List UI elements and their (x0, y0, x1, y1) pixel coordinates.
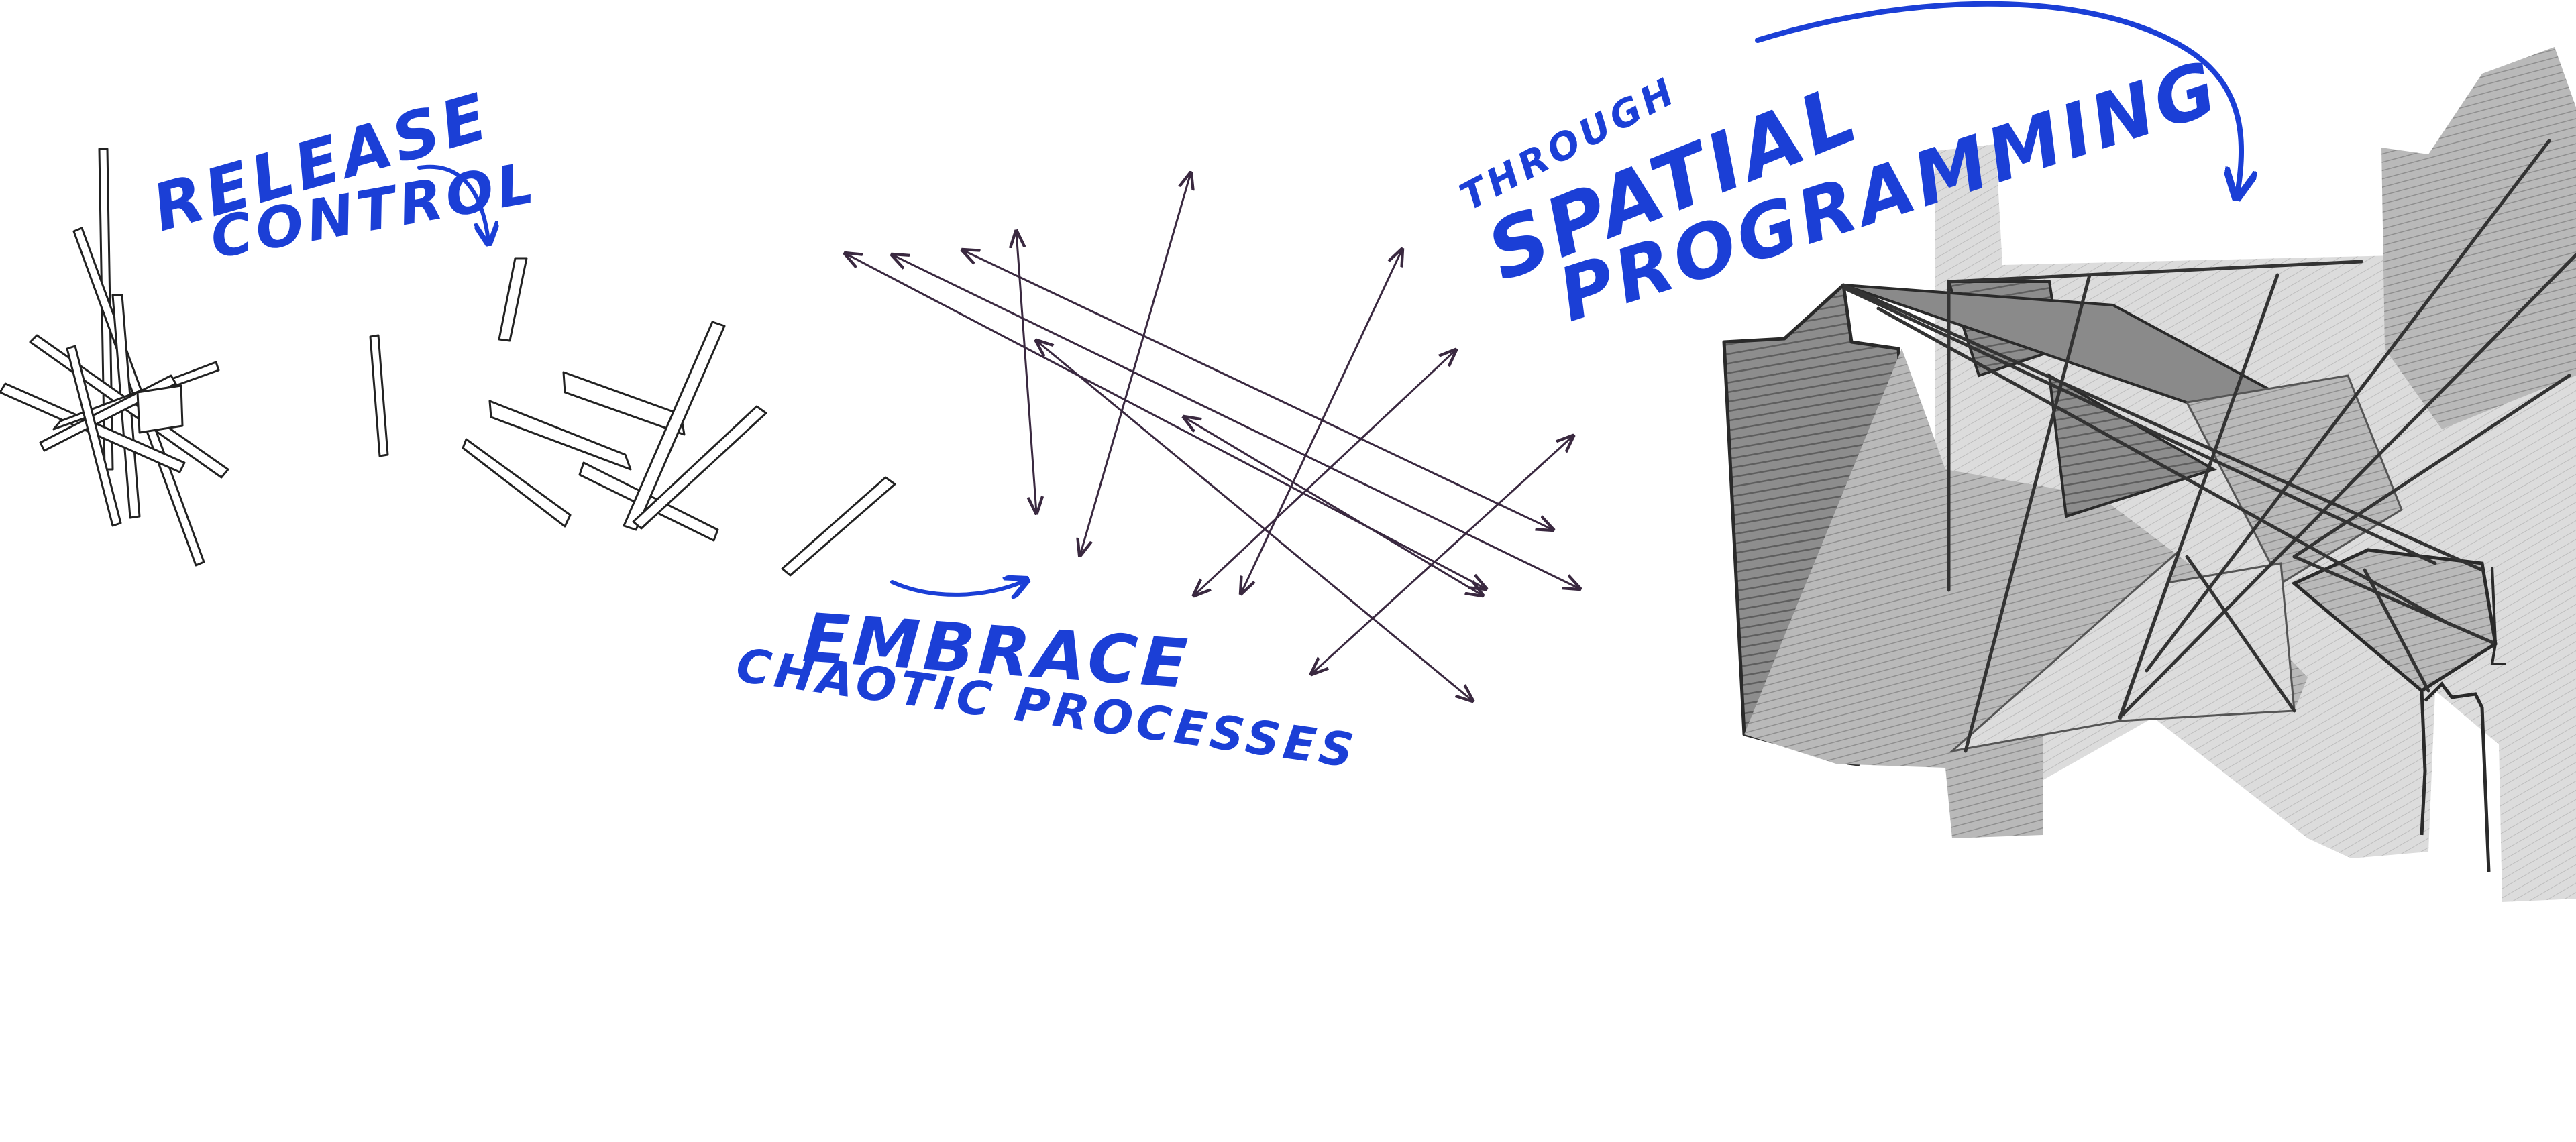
release-control-label: RELEASE CONTROL (144, 78, 542, 272)
embrace-label: EMBRACE CHAOTIC PROCESSES (733, 598, 1361, 779)
spatial-curved-arrow (1755, 1, 2241, 194)
release-curved-arrow (417, 164, 488, 241)
pencil-plan-icon (1722, 47, 2576, 902)
stick-cluster-icon (0, 148, 896, 577)
embrace-curved-arrow (890, 581, 1025, 595)
arrow-field-icon (845, 173, 1580, 701)
